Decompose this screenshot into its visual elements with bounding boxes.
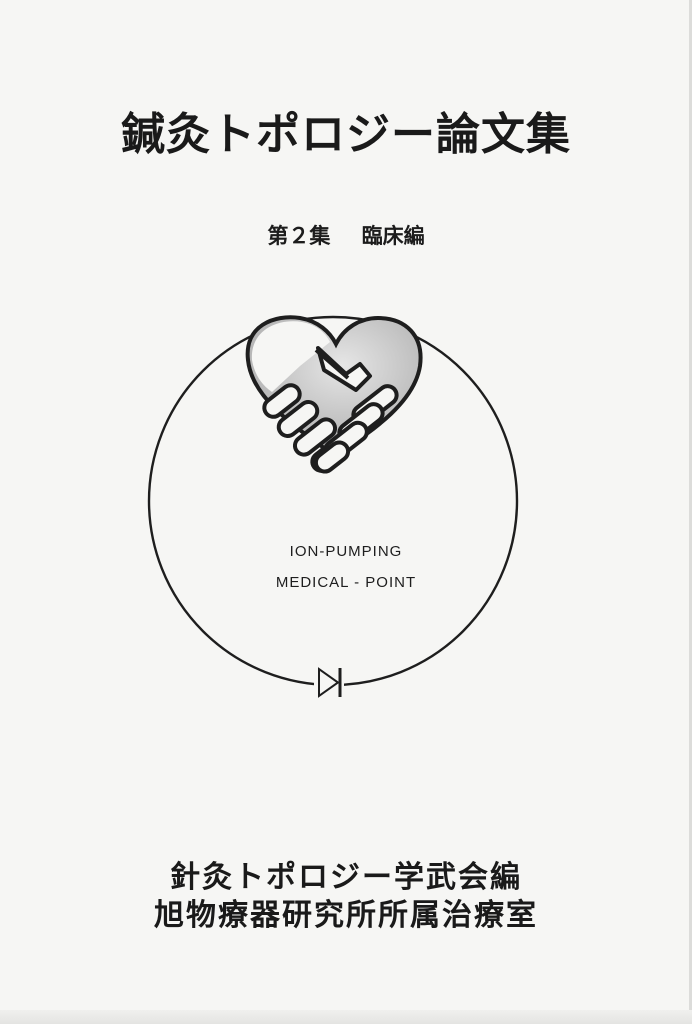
handshake-heart-icon — [245, 315, 423, 474]
diode-icon — [314, 667, 344, 698]
emblem-text-line2: MEDICAL - POINT — [275, 574, 417, 591]
emblem-text-line1: ION-PUMPING — [289, 543, 403, 560]
section-name: 臨床編 — [361, 224, 425, 248]
emblem — [147, 315, 519, 698]
volume-number: 第２集 — [267, 224, 331, 248]
page-edge-right — [689, 0, 692, 1024]
publisher-line2: 旭物療器研究所所属治療室 — [154, 898, 538, 933]
publisher-line1: 針灸トポロジー学武会編 — [170, 860, 522, 895]
volume-subtitle: 第２集 臨床編 — [0, 220, 692, 250]
page-edge-bottom — [0, 1010, 692, 1024]
book-title: 鍼灸トポロジー論文集 — [121, 109, 571, 160]
